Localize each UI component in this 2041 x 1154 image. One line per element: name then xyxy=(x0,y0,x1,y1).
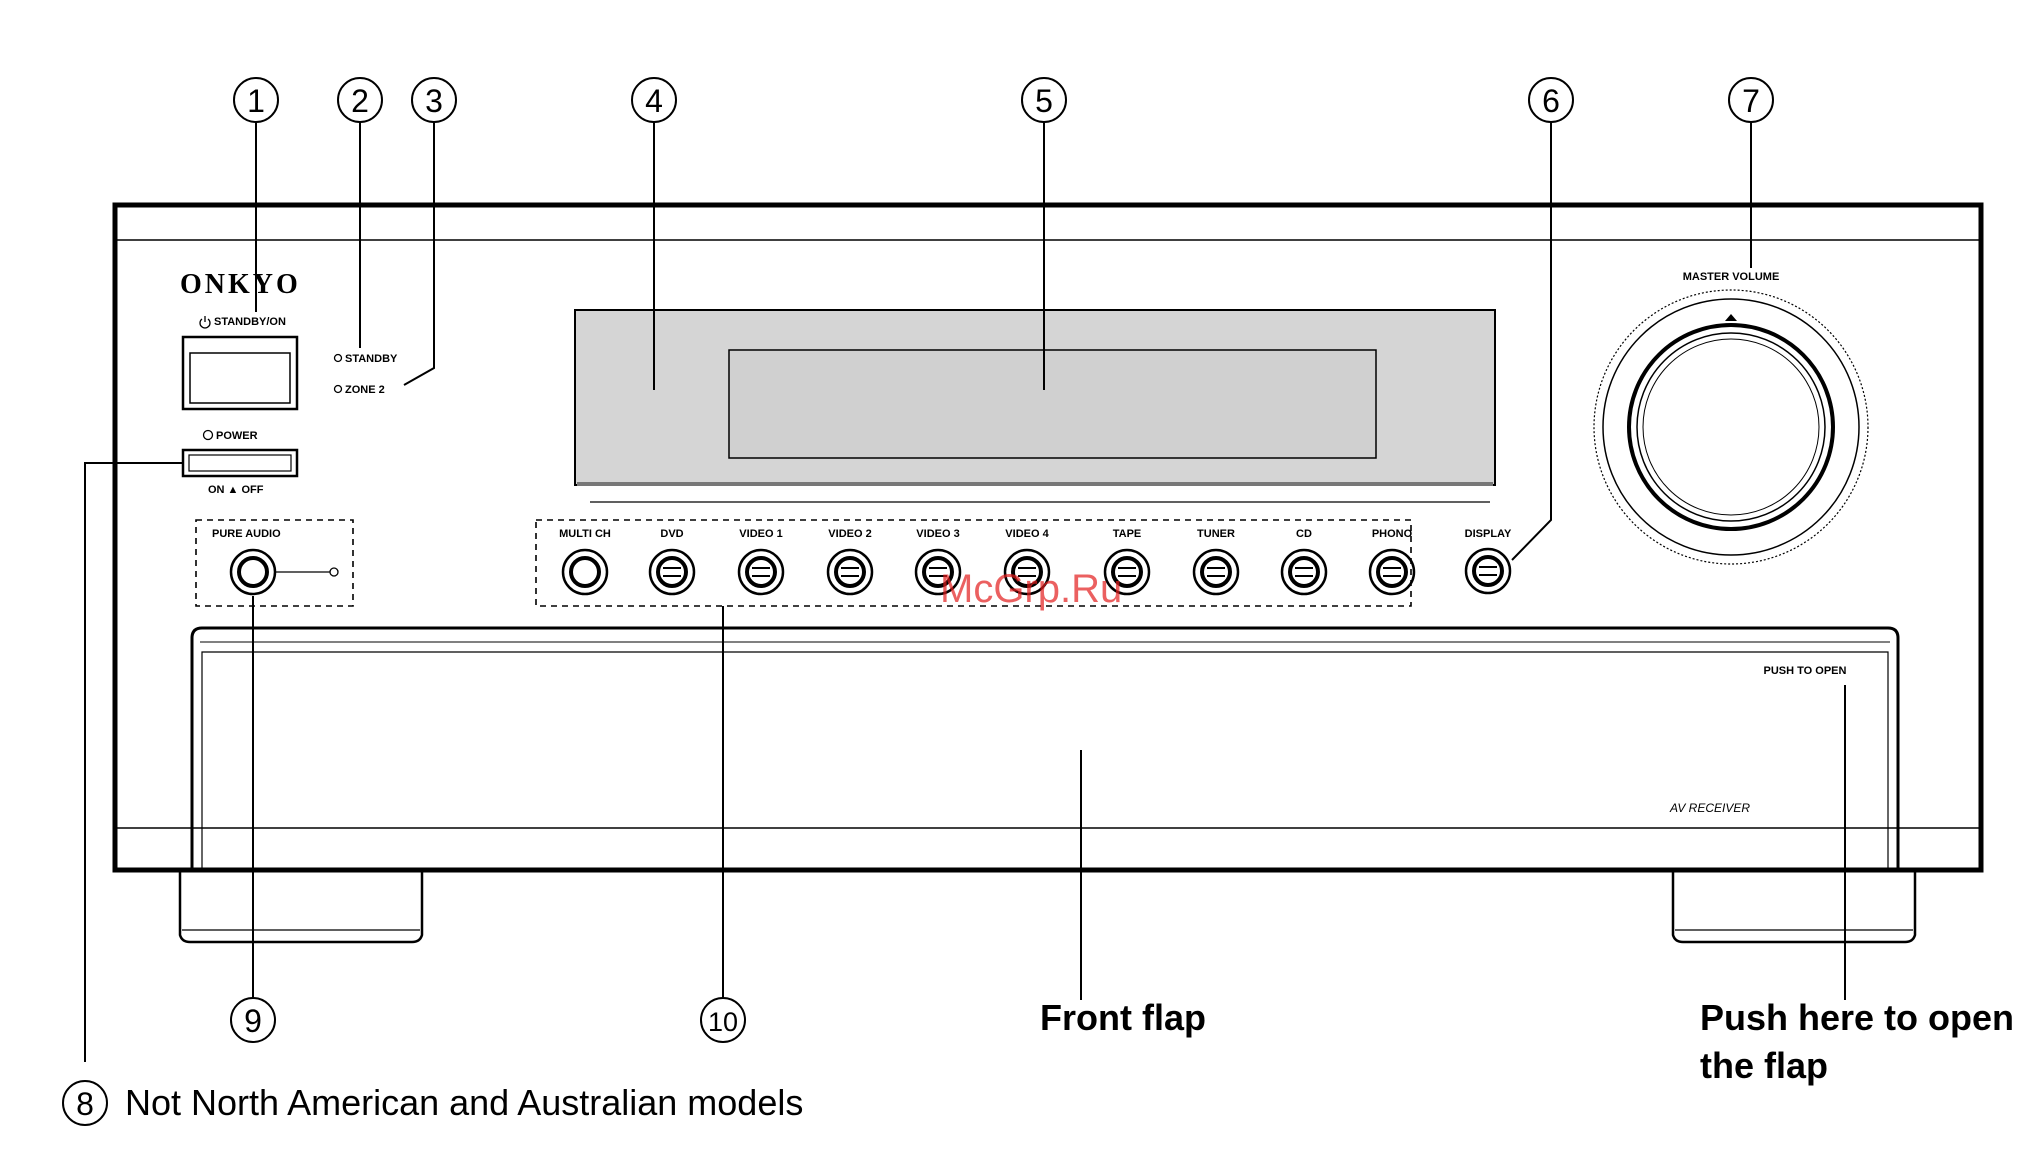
push-caption-line1: Push here to open xyxy=(1700,997,2014,1038)
master-volume-label: MASTER VOLUME xyxy=(1683,271,1780,283)
zone2-indicator-led xyxy=(335,386,342,393)
callout-8: 8 xyxy=(63,1081,107,1125)
source-button-label: MULTI CH xyxy=(559,528,611,540)
push-to-open-label: PUSH TO OPEN xyxy=(1764,665,1847,677)
power-label: POWER xyxy=(216,430,258,442)
power-switch[interactable] xyxy=(183,450,297,476)
power-switch-label: ON ▲ OFF xyxy=(208,484,264,496)
front-flap[interactable] xyxy=(192,628,1898,870)
svg-text:1: 1 xyxy=(247,83,265,119)
brand-logo: ONKYO xyxy=(180,269,301,300)
standby-indicator-label: STANDBY xyxy=(345,353,398,365)
source-button-label: VIDEO 3 xyxy=(916,528,959,540)
svg-text:5: 5 xyxy=(1035,83,1053,119)
source-button[interactable] xyxy=(650,550,694,594)
power-icon xyxy=(204,431,213,440)
callout-3: 3 xyxy=(412,78,456,122)
pure-audio-indicator-led xyxy=(330,568,338,576)
model-label: AV RECEIVER xyxy=(1669,801,1750,815)
source-button-label: VIDEO 4 xyxy=(1005,528,1049,540)
callout-1: 1 xyxy=(234,78,278,122)
callout-6: 6 xyxy=(1529,78,1573,122)
svg-text:2: 2 xyxy=(351,83,369,119)
svg-text:8: 8 xyxy=(76,1086,94,1122)
callout-9: 9 xyxy=(231,998,275,1042)
source-button-label: CD xyxy=(1296,528,1312,540)
zone2-indicator-label: ZONE 2 xyxy=(345,384,385,396)
source-button-label: VIDEO 1 xyxy=(739,528,782,540)
callout-4: 4 xyxy=(632,78,676,122)
svg-text:10: 10 xyxy=(708,1007,738,1037)
source-button-label: TUNER xyxy=(1197,528,1235,540)
source-button[interactable] xyxy=(1194,550,1238,594)
callout-2: 2 xyxy=(338,78,382,122)
svg-text:6: 6 xyxy=(1542,83,1560,119)
source-button[interactable] xyxy=(563,550,607,594)
source-button[interactable] xyxy=(739,550,783,594)
watermark: McGrp.Ru xyxy=(940,567,1122,611)
standby-on-label: STANDBY/ON xyxy=(214,316,286,328)
source-button-label: DVD xyxy=(660,528,683,540)
display-button-label: DISPLAY xyxy=(1465,528,1512,540)
svg-text:4: 4 xyxy=(645,83,663,119)
footnote: Not North American and Australian models xyxy=(125,1082,803,1123)
standby-on-button[interactable] xyxy=(183,337,297,409)
standby-indicator-led xyxy=(335,355,342,362)
callout-10: 10 xyxy=(701,998,745,1042)
source-button-label: TAPE xyxy=(1113,528,1142,540)
master-volume-knob[interactable] xyxy=(1594,290,1868,564)
svg-text:7: 7 xyxy=(1742,83,1760,119)
display-button[interactable] xyxy=(1466,549,1510,593)
source-button[interactable] xyxy=(828,550,872,594)
pure-audio-label: PURE AUDIO xyxy=(212,528,281,540)
source-button[interactable] xyxy=(1370,550,1414,594)
svg-text:9: 9 xyxy=(244,1003,262,1039)
display-window xyxy=(575,310,1495,502)
callout-7: 7 xyxy=(1729,78,1773,122)
source-button-label: VIDEO 2 xyxy=(828,528,871,540)
front-flap-caption: Front flap xyxy=(1040,997,1206,1038)
svg-text:3: 3 xyxy=(425,83,443,119)
source-button[interactable] xyxy=(1282,550,1326,594)
callout-5: 5 xyxy=(1022,78,1066,122)
pure-audio-button[interactable] xyxy=(231,550,275,594)
standby-power-icon xyxy=(200,316,210,328)
push-caption-line2: the flap xyxy=(1700,1045,1828,1086)
feet xyxy=(180,870,1915,942)
source-button-label: PHONO xyxy=(1372,528,1413,540)
